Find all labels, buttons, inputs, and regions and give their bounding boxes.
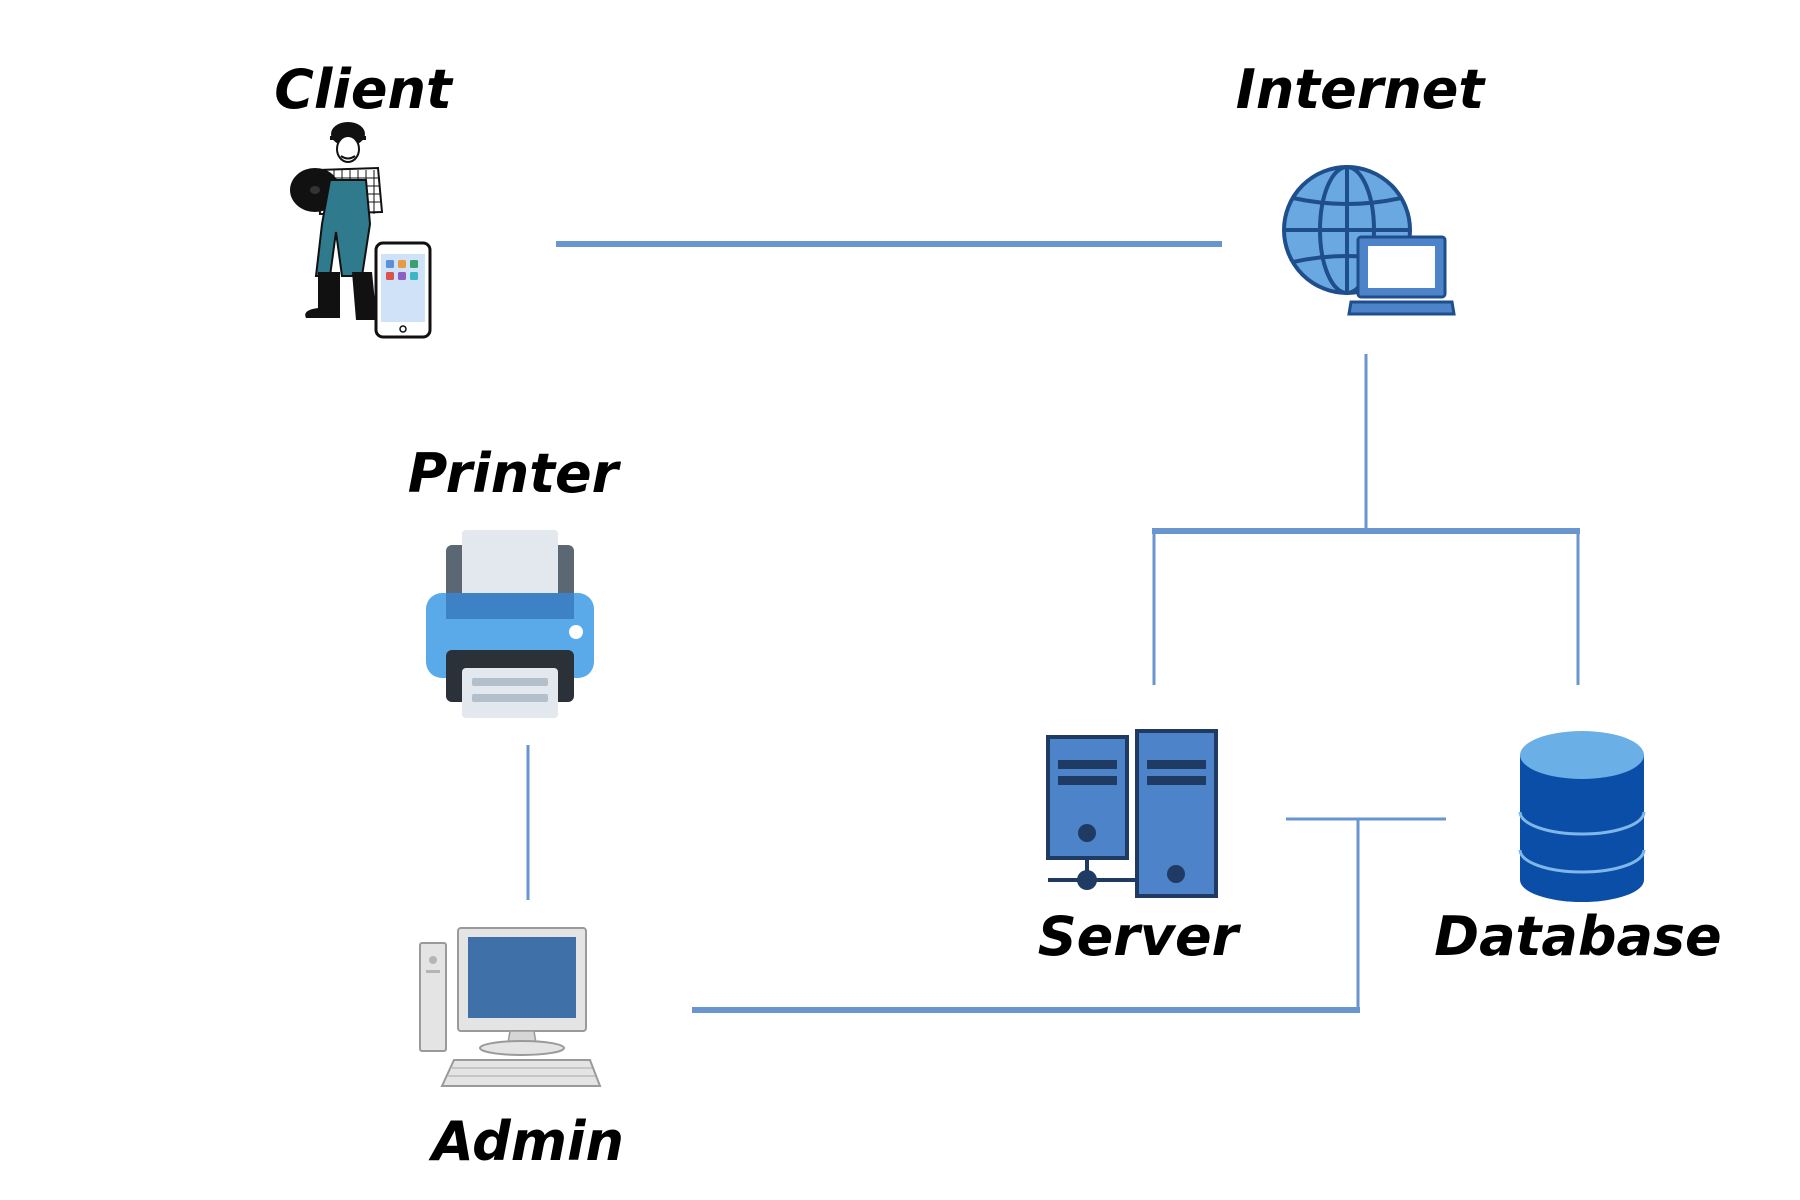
printer-icon [426, 530, 594, 718]
admin-label: Admin [428, 1110, 624, 1173]
database-label: Database [1434, 905, 1721, 968]
globe-laptop-icon [1282, 165, 1456, 316]
person-with-phone-icon [290, 122, 432, 339]
client-label: Client [274, 58, 454, 121]
internet-label: Internet [1236, 58, 1487, 121]
connectors [526, 241, 1580, 1013]
server-label: Server [1038, 905, 1242, 968]
database-icon [1518, 731, 1646, 902]
server-icon [1046, 729, 1218, 898]
printer-label: Printer [408, 442, 622, 505]
desktop-computer-icon [419, 927, 602, 1087]
